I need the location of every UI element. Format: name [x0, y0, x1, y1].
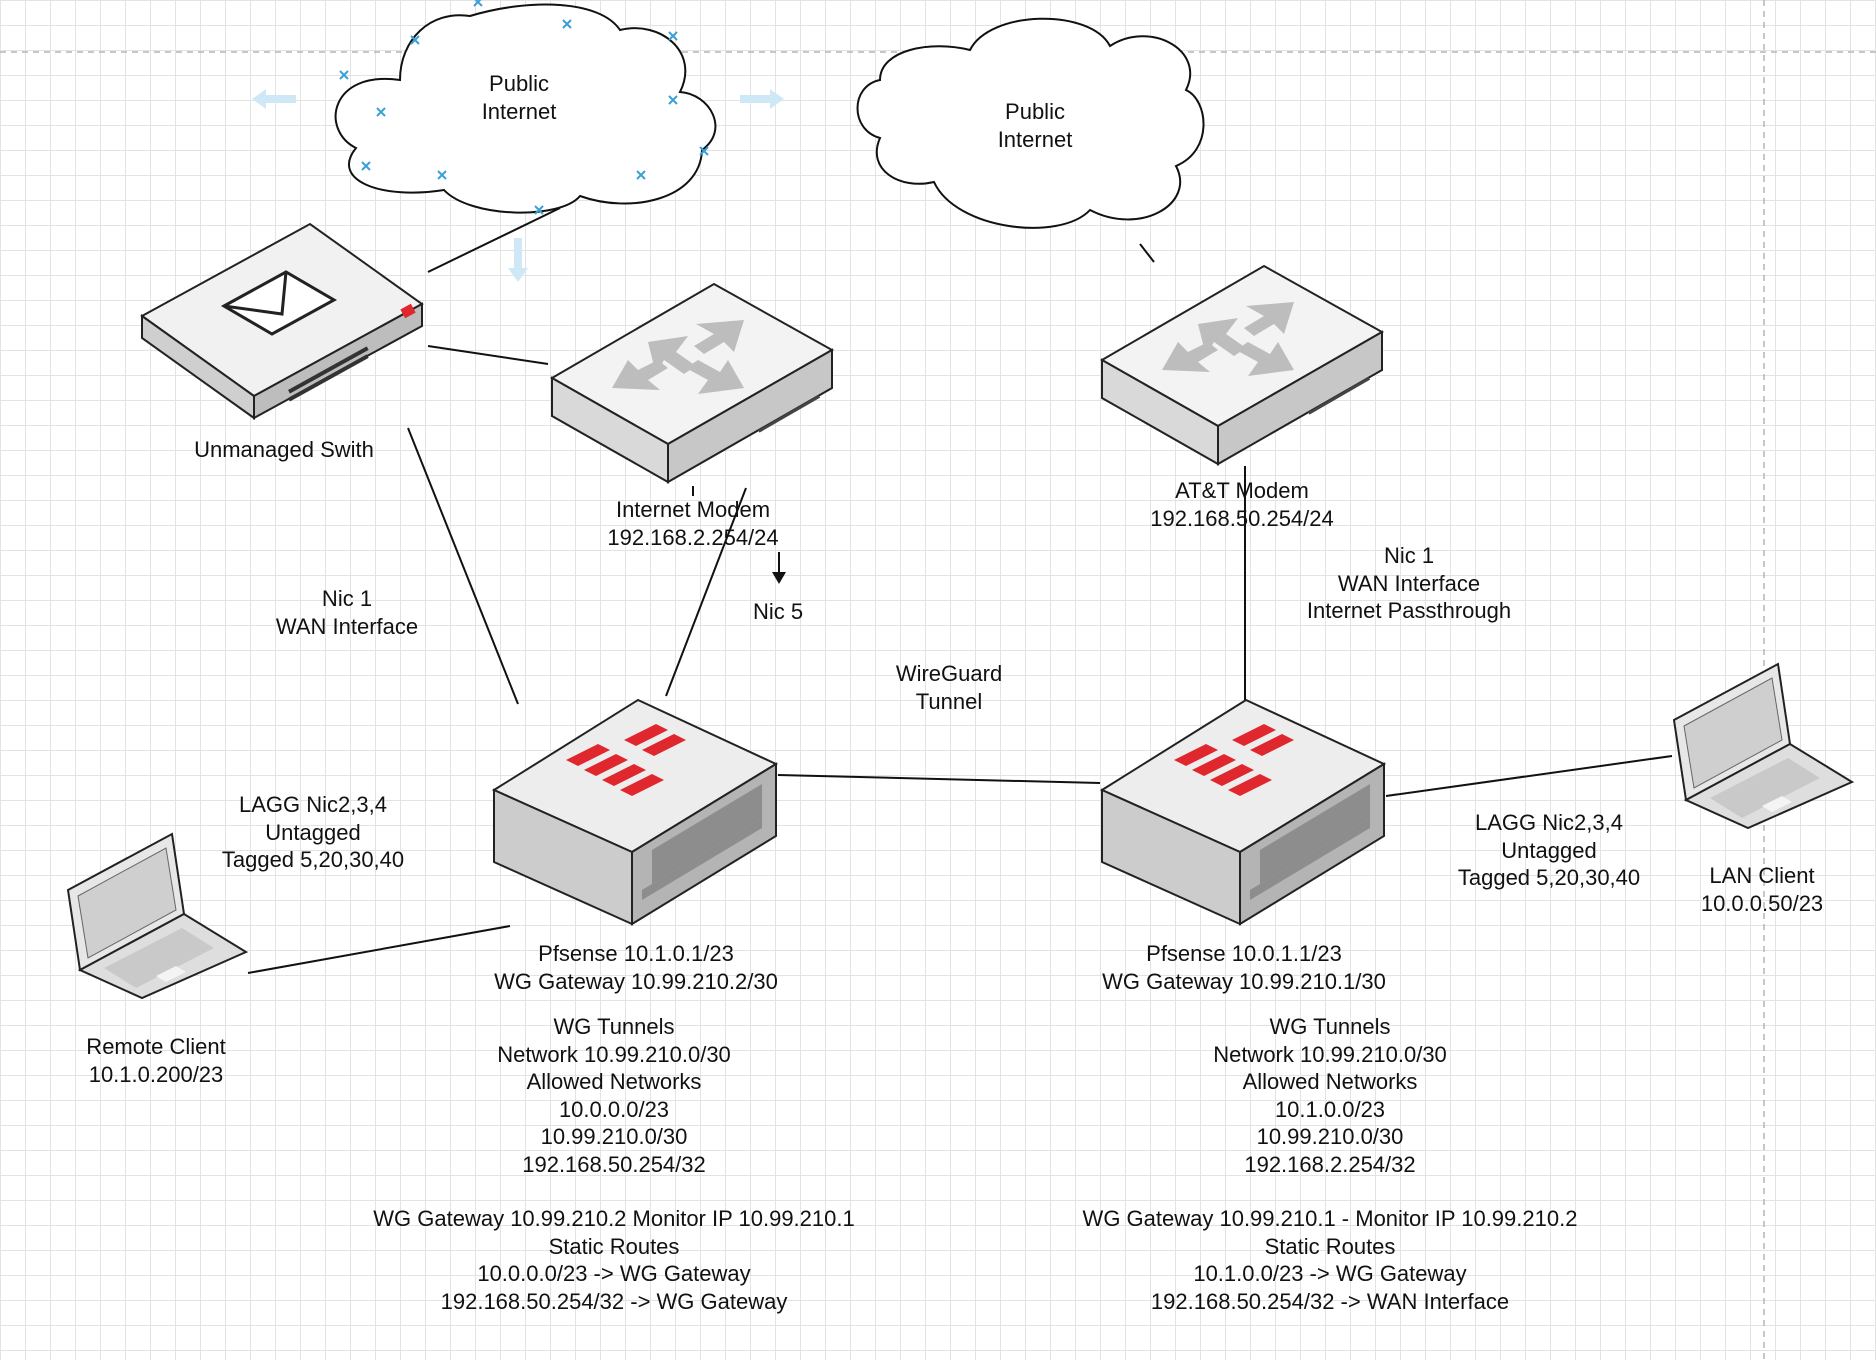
right-note-line: WG Tunnels	[1269, 1014, 1391, 1039]
right-note-line: 192.168.2.254/32	[1244, 1151, 1416, 1177]
right-route-line: Static Routes	[1264, 1233, 1396, 1259]
lagg-left-line-3: Tagged 5,20,30,40	[221, 847, 405, 872]
drag-arrow-right[interactable]	[740, 89, 784, 109]
lagg-right-label: LAGG Nic2,3,4 Untagged Tagged 5,20,30,40	[1458, 809, 1640, 892]
edge-pfsense-right-to-lan-client[interactable]	[1385, 755, 1673, 797]
pfsense-left-ip: Pfsense 10.1.0.1/23	[538, 941, 734, 966]
left-note-line: Network 10.99.210.0/30	[497, 1041, 731, 1067]
att-modem-label: AT&T Modem 192.168.50.254/24	[1150, 477, 1334, 532]
remote-client-ip: 10.1.0.200/23	[88, 1061, 224, 1087]
lan-client-label: LAN Client 10.0.0.50/23	[1701, 862, 1823, 917]
selection-handles	[339, 0, 709, 215]
wireguard-line-2: Tunnel	[915, 688, 983, 714]
laptop-icon[interactable]	[1670, 660, 1856, 830]
left-wg-tunnels-note: WG Tunnels Network 10.99.210.0/30 Allowe…	[497, 1013, 731, 1178]
router-icon[interactable]	[548, 280, 836, 486]
pfsense-left-wg-gateway: WG Gateway 10.99.210.2/30	[494, 968, 778, 994]
lagg-left-line-1: LAGG Nic2,3,4	[239, 792, 387, 817]
remote-client-name: Remote Client	[86, 1034, 226, 1059]
edge-cloud-to-switch[interactable]	[427, 207, 561, 273]
remote-client-label: Remote Client 10.1.0.200/23	[86, 1033, 225, 1088]
internet-modem-label: Internet Modem 192.168.2.254/24	[607, 496, 778, 551]
unmanaged-switch-label: Unmanaged Swith	[194, 436, 374, 464]
right-wg-tunnels-note: WG Tunnels Network 10.99.210.0/30 Allowe…	[1213, 1013, 1447, 1178]
pfsense-right-ip: Pfsense 10.0.1.1/23	[1146, 941, 1342, 966]
lagg-right-line-1: LAGG Nic2,3,4	[1475, 810, 1623, 835]
nic1-right-line-2: WAN Interface	[1337, 570, 1481, 596]
left-note-line: 10.0.0.0/23	[558, 1096, 670, 1122]
left-note-line: 192.168.50.254/32	[522, 1151, 706, 1177]
right-static-routes-note: WG Gateway 10.99.210.1 - Monitor IP 10.9…	[1083, 1205, 1578, 1315]
pfsense-left-label: Pfsense 10.1.0.1/23 WG Gateway 10.99.210…	[494, 940, 778, 995]
lagg-right-line-2: Untagged	[1501, 837, 1597, 863]
right-route-line: 192.168.50.254/32 -> WAN Interface	[1150, 1288, 1510, 1314]
att-modem-ip: 192.168.50.254/24	[1150, 505, 1334, 531]
lagg-right-line-3: Tagged 5,20,30,40	[1457, 865, 1641, 890]
nic5-line-1: Nic 5	[752, 599, 804, 624]
nic1-left-line-1: Nic 1	[321, 586, 373, 611]
nic5-label: Nic 5	[753, 598, 803, 626]
cloud-left-label: Public Internet	[482, 70, 557, 125]
edge-pfsense-left-to-remote-client[interactable]	[247, 925, 511, 974]
router-icon[interactable]	[1098, 262, 1386, 468]
lan-client-ip: 10.0.0.50/23	[1700, 890, 1824, 916]
laptop-icon[interactable]	[64, 830, 250, 1000]
cloud-right-label: Public Internet	[998, 98, 1073, 153]
pfsense-right-label: Pfsense 10.0.1.1/23 WG Gateway 10.99.210…	[1102, 940, 1386, 995]
left-route-line: 10.0.0.0/23 -> WG Gateway	[477, 1261, 751, 1286]
lagg-left-line-2: Untagged	[265, 819, 361, 845]
nic1-right-line-3: Internet Passthrough	[1306, 598, 1512, 623]
cloud-right-shape[interactable]	[856, 17, 1205, 229]
firewall-appliance-icon[interactable]	[492, 698, 780, 926]
nic1-right-line-1: Nic 1	[1383, 543, 1435, 568]
wireguard-line-1: WireGuard	[895, 661, 1003, 686]
left-note-line: Allowed Networks	[526, 1069, 702, 1094]
lagg-left-label: LAGG Nic2,3,4 Untagged Tagged 5,20,30,40	[222, 791, 404, 874]
internet-modem-ip: 192.168.2.254/24	[607, 524, 779, 550]
nic1-left-line-2: WAN Interface	[275, 613, 419, 639]
edge-wireguard-tunnel[interactable]	[777, 774, 1101, 784]
cloud-right-line-1: Public	[1005, 99, 1065, 124]
left-route-line: 192.168.50.254/32 -> WG Gateway	[440, 1288, 788, 1314]
nic1-left-label: Nic 1 WAN Interface	[276, 585, 418, 640]
edge-cloud-right-to-att-modem[interactable]	[1139, 243, 1155, 263]
cloud-right-line-2: Internet	[997, 126, 1073, 152]
left-note-line: WG Tunnels	[553, 1014, 675, 1039]
edge-internet-modem-to-pfsense-left[interactable]	[665, 487, 747, 697]
network-switch-icon[interactable]	[138, 220, 428, 424]
cloud-left-line-2: Internet	[481, 98, 557, 124]
wireguard-tunnel-label: WireGuard Tunnel	[896, 660, 1002, 715]
left-route-line: Static Routes	[548, 1233, 680, 1259]
lan-client-name: LAN Client	[1709, 863, 1815, 888]
nic1-right-label: Nic 1 WAN Interface Internet Passthrough	[1307, 542, 1511, 625]
fortinet-logo-icon	[1174, 724, 1294, 796]
firewall-appliance-icon[interactable]	[1100, 698, 1388, 926]
nic5-arrow	[772, 552, 786, 584]
right-note-line: 10.1.0.0/23	[1274, 1096, 1386, 1122]
drag-arrow-down[interactable]	[508, 238, 528, 282]
left-static-routes-note: WG Gateway 10.99.210.2 Monitor IP 10.99.…	[373, 1205, 854, 1315]
cloud-left-shape[interactable]	[334, 0, 717, 215]
cloud-left-line-1: Public	[489, 71, 549, 96]
edge-switch-to-pfsense-left[interactable]	[407, 427, 519, 705]
unmanaged-switch-name: Unmanaged Swith	[194, 437, 374, 462]
left-note-line: 10.99.210.0/30	[540, 1124, 688, 1149]
right-route-line: 10.1.0.0/23 -> WG Gateway	[1193, 1261, 1467, 1286]
right-note-line: Allowed Networks	[1242, 1069, 1418, 1094]
drag-arrow-left[interactable]	[252, 89, 296, 109]
left-route-line: WG Gateway 10.99.210.2 Monitor IP 10.99.…	[373, 1206, 855, 1231]
edge-switch-to-internet-modem[interactable]	[427, 345, 549, 365]
att-modem-name: AT&T Modem	[1175, 478, 1309, 503]
fortinet-logo-icon	[566, 724, 686, 796]
envelope-icon	[220, 270, 338, 336]
right-note-line: 10.99.210.0/30	[1256, 1124, 1404, 1149]
right-note-line: Network 10.99.210.0/30	[1213, 1041, 1447, 1067]
internet-modem-name: Internet Modem	[615, 497, 771, 522]
pfsense-right-wg-gateway: WG Gateway 10.99.210.1/30	[1102, 968, 1386, 994]
right-route-line: WG Gateway 10.99.210.1 - Monitor IP 10.9…	[1082, 1206, 1578, 1231]
